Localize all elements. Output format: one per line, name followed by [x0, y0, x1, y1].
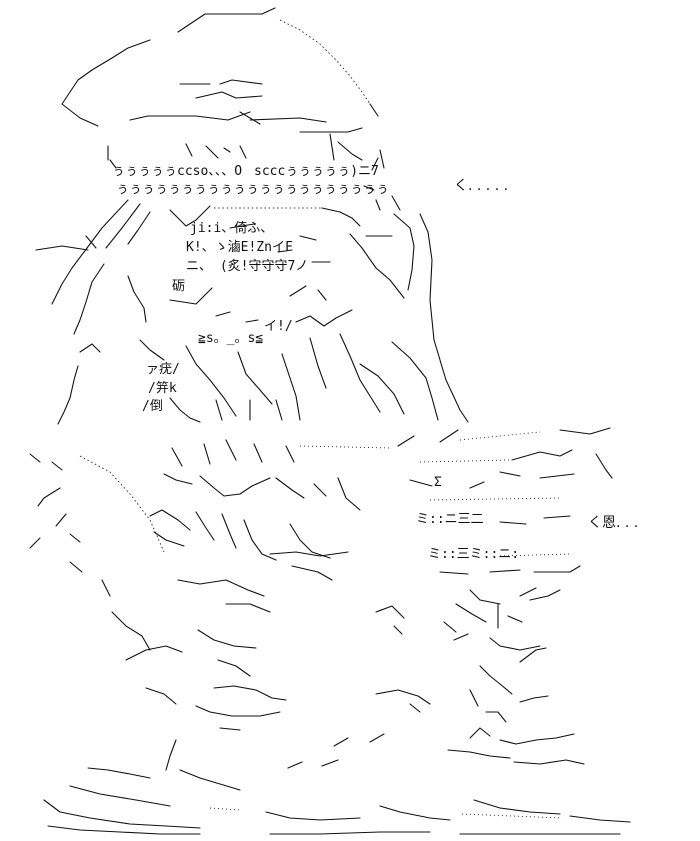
body-outline: ァ疣/ /笄k /倒	[35, 235, 439, 425]
face-line-2: K!、ゝ滷E!ZnイF	[186, 240, 293, 255]
sleeve-text-2: /笄k	[148, 380, 177, 396]
speech-text-upper: く. . . . .	[454, 178, 508, 194]
lower-hands-desk	[43, 727, 631, 835]
face-details: ji:i、倚ふ、 K!、ゝ滷E!ZnイF ニ、 (炙!守守守7ノ 砺 イ!/ ≧…	[169, 221, 353, 346]
lower-tilde-text: ミ::三ミ::ニ:	[428, 547, 519, 562]
lower-face-area	[149, 509, 431, 769]
face-line-5: イ!/	[264, 319, 293, 334]
lower-hair-right: Σ ミ::ニ三二 ミ::三ミ::ニ:	[409, 471, 581, 723]
hat-band-right-text: scccぅぅぅぅぅ)ニ7	[254, 164, 379, 179]
speech-ellipsis-upper: く. . . . .	[454, 178, 508, 194]
face-line-6: ≧s。_。s≦	[198, 331, 263, 346]
hat-band-lower-text: ぅぅぅぅぅぅぅぅぅぅぅぅぅぅぅぅぅぅぅぅぅ	[116, 182, 389, 197]
hat-band-left-text: ぅぅぅぅぅccso、、、O	[112, 164, 242, 179]
sleeve-text-1: ァ疣/	[146, 362, 180, 377]
lower-equals-text: ミ::ニ三二	[416, 512, 484, 527]
hat-band: ぅぅぅぅぅccso、、、O scccぅぅぅぅぅ)ニ7 ぅぅぅぅぅぅぅぅぅぅぅぅぅ…	[107, 133, 389, 197]
face-line-1: ji:i、倚ふ、	[190, 221, 273, 236]
lower-hair-left	[29, 453, 183, 771]
hat-outline	[61, 7, 379, 133]
speech-text-lower: く恩. . .	[588, 515, 638, 531]
face-line-3: ニ、 (炙!守守守7ノ	[186, 259, 308, 274]
speech-ellipsis-lower: く恩. . .	[588, 515, 638, 531]
face-line-4: 砺	[172, 279, 185, 294]
hair-strands	[51, 195, 469, 423]
sleeve-text-3: /倒	[142, 399, 163, 414]
lower-hair-top	[163, 427, 613, 511]
lower-misc-text: Σ	[434, 475, 442, 490]
